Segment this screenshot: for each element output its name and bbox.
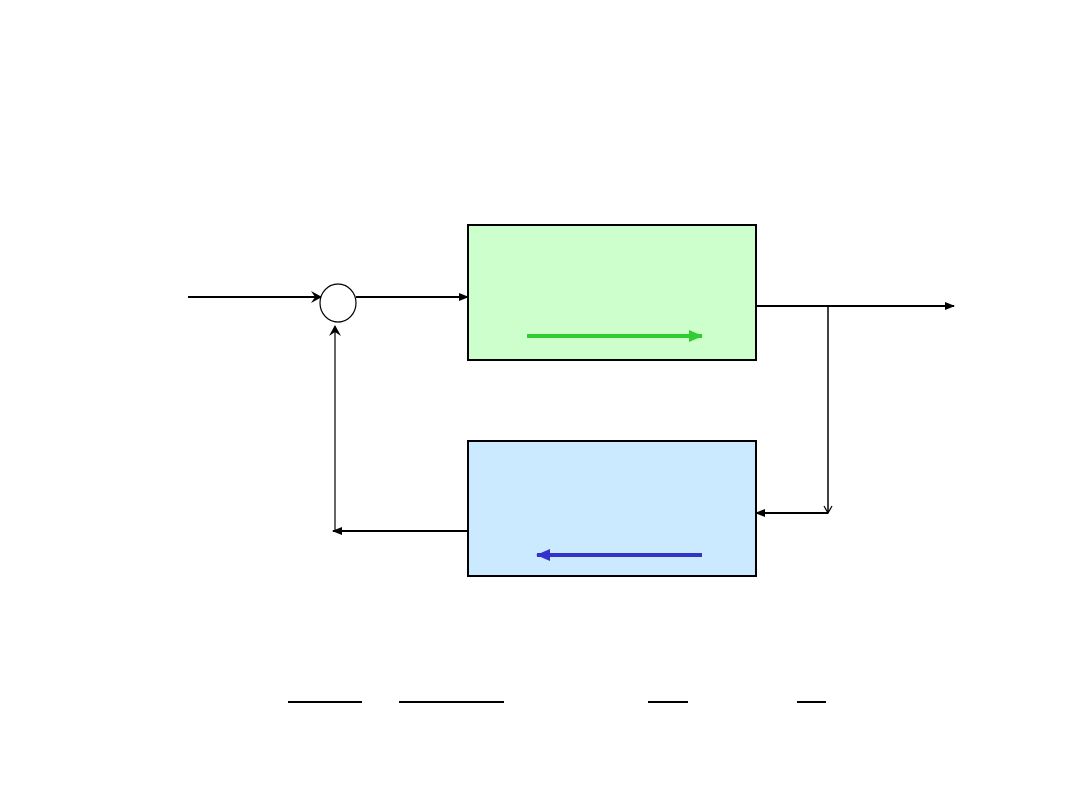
- forward-block: [467, 224, 757, 361]
- summing-junction: [319, 283, 357, 323]
